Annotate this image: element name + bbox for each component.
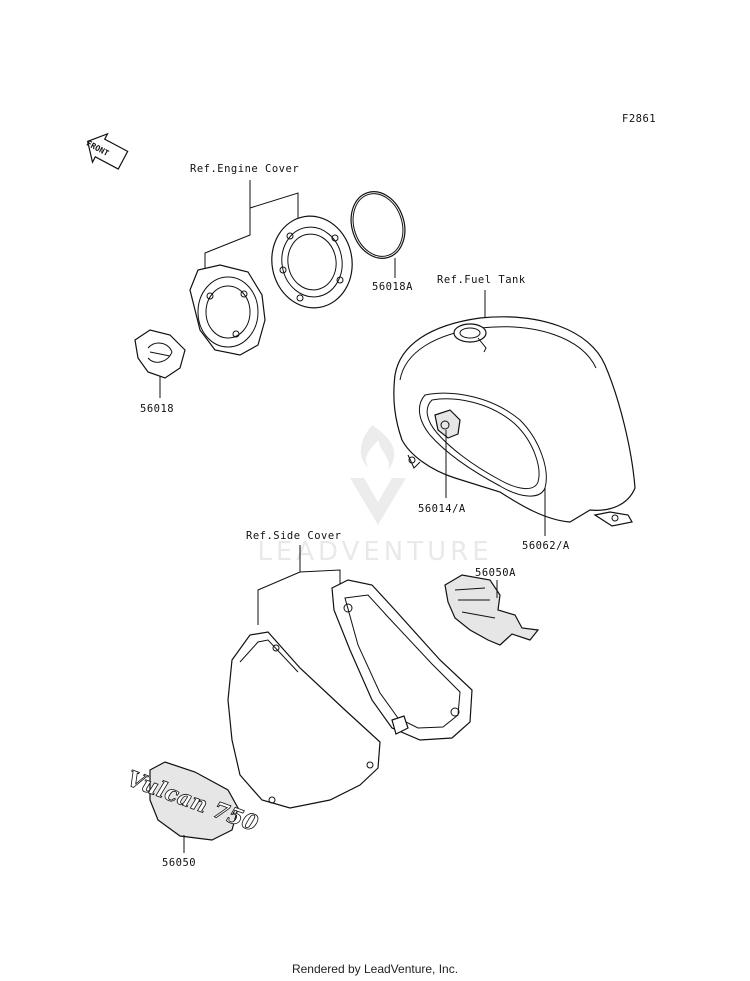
o-ring-part — [350, 191, 406, 259]
part-number-56050A: 56050A — [475, 567, 516, 579]
footer-credit: Rendered by LeadVenture, Inc. — [291, 962, 459, 976]
engine-cover-leader — [204, 180, 251, 270]
side-cover-leader — [257, 545, 301, 625]
watermark: LEADVENTURE — [257, 425, 492, 567]
fuel-tank-part — [393, 316, 636, 527]
part-number-56014A: 56014/A — [418, 503, 466, 515]
side-cover-frame-part — [331, 579, 473, 741]
part-number-56018: 56018 — [140, 403, 174, 415]
engine-cover-emblem-part — [134, 329, 186, 379]
engine-cover-ring-plate — [271, 215, 353, 309]
side-decal-part — [444, 574, 540, 646]
figure-id: F2861 — [622, 113, 656, 125]
side-cover-part — [227, 631, 381, 809]
ref-side-cover-label: Ref.Side Cover — [246, 530, 342, 542]
watermark-text: LEADVENTURE — [257, 537, 492, 567]
part-number-56062A: 56062/A — [522, 540, 570, 552]
part-number-56050: 56050 — [162, 857, 196, 869]
ref-engine-cover-label: Ref.Engine Cover — [190, 163, 299, 175]
ref-fuel-tank-label: Ref.Fuel Tank — [437, 274, 526, 286]
part-number-56018A: 56018A — [372, 281, 413, 293]
engine-cover-inner-part — [189, 264, 266, 356]
front-arrow-icon: FRONT — [85, 132, 129, 170]
